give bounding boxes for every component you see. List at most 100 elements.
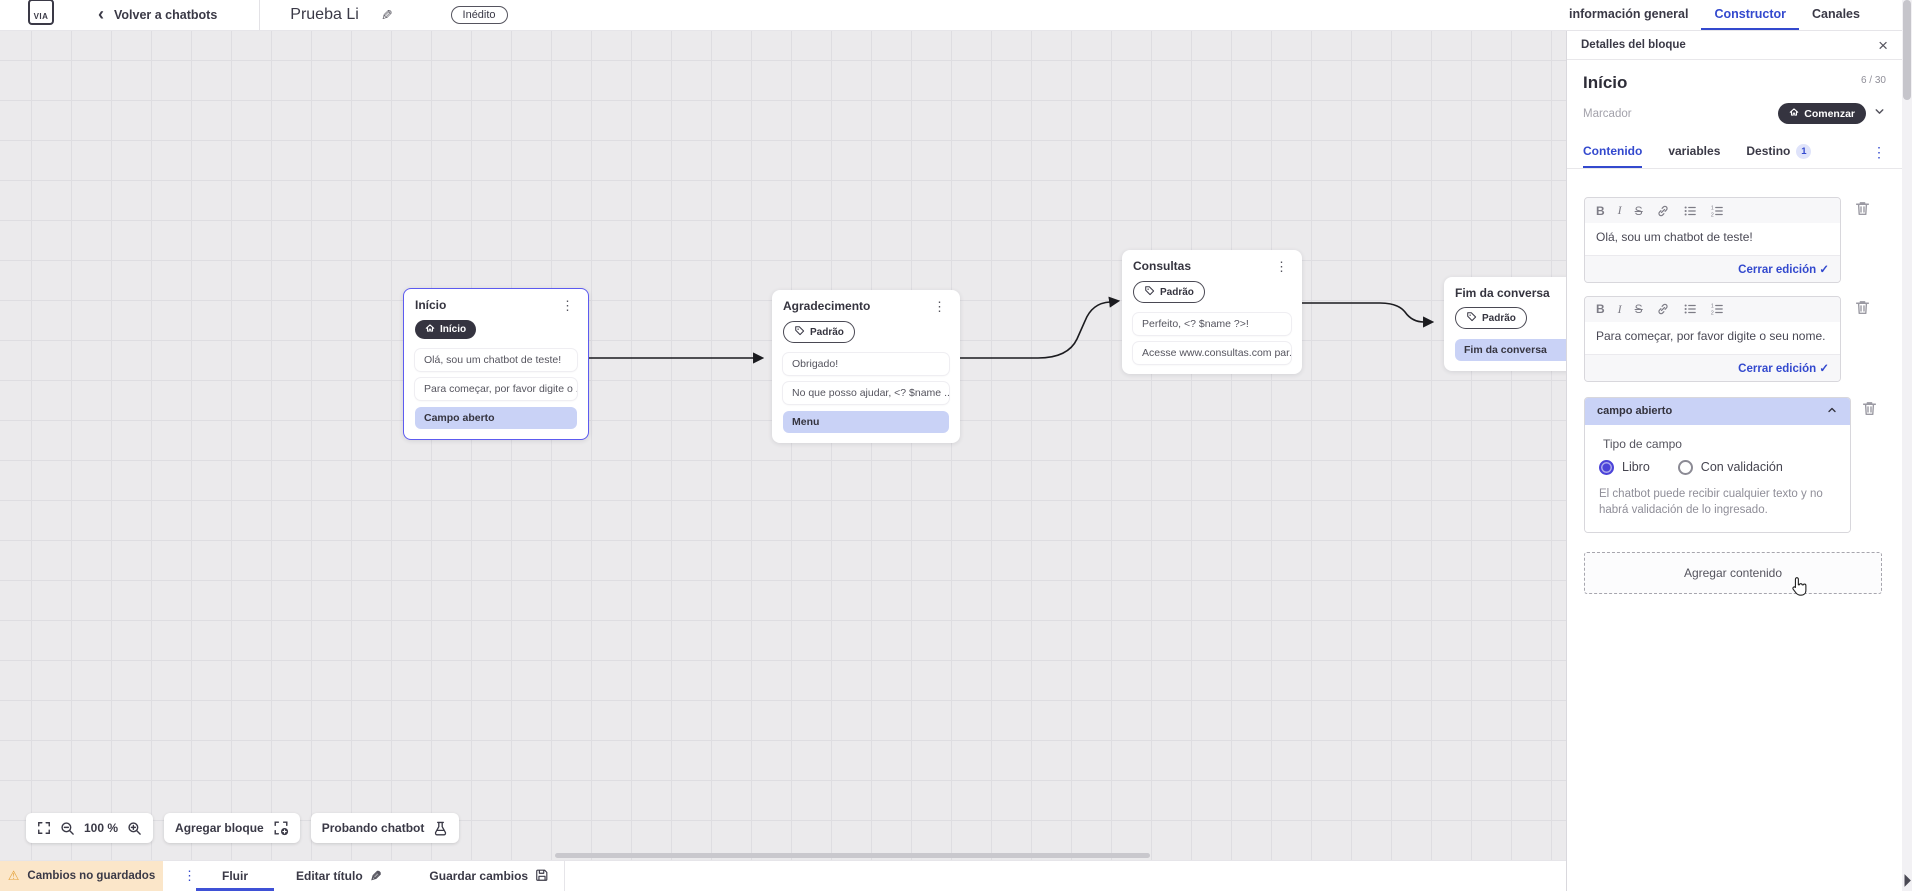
add-block-button[interactable]: Agregar bloque <box>164 813 300 843</box>
close-icon[interactable]: × <box>1878 35 1888 55</box>
panel-menu-icon[interactable]: ⋮ <box>1872 143 1886 160</box>
edit-title-icon[interactable]: ✎ <box>380 6 393 23</box>
flow-node-consultas[interactable]: Consultas ⋮ Padrão Perfeito, <? $name ?>… <box>1122 250 1302 374</box>
block-name[interactable]: Início <box>1583 73 1628 92</box>
save-changes-button[interactable]: Guardar cambios <box>429 861 549 891</box>
strikethrough-icon[interactable]: S <box>1634 302 1643 317</box>
char-counter: 6 / 30 <box>1860 75 1886 86</box>
flow-node-fim-da-conversa[interactable]: Fim da conversa Padrão Fim da conversa <box>1444 277 1566 371</box>
tab-destino[interactable]: Destino 1 <box>1746 136 1812 168</box>
tab-fluir[interactable]: Fluir <box>196 861 274 891</box>
tab-variables[interactable]: variables <box>1668 144 1721 158</box>
edit-title-button[interactable]: Editar título ✎ <box>296 867 382 884</box>
trash-icon[interactable] <box>1854 200 1871 222</box>
flow-canvas[interactable]: Início ⋮ Início Olá, sou um chatbot de t… <box>0 31 1566 860</box>
open-field-header[interactable]: campo abierto <box>1585 397 1850 425</box>
status-badge: Inédito <box>450 6 508 24</box>
node-title: Agradecimento <box>783 299 871 313</box>
link-icon[interactable] <box>1656 302 1670 316</box>
node-message[interactable]: Obrigado! <box>783 353 949 375</box>
link-icon[interactable] <box>1656 204 1670 218</box>
node-menu-icon[interactable]: ⋮ <box>561 298 574 313</box>
radio-libro[interactable]: Libro <box>1599 459 1650 475</box>
flow-connectors <box>589 296 1435 364</box>
node-title: Consultas <box>1133 259 1192 273</box>
flow-node-inicio[interactable]: Início ⋮ Início Olá, sou um chatbot de t… <box>403 288 589 440</box>
close-edit-button[interactable]: Cerrar edición ✓ <box>1585 254 1840 282</box>
open-field-section: campo abierto Tipo de campo Libro Con va… <box>1584 396 1851 533</box>
marker-value-pill[interactable]: Comenzar <box>1778 103 1866 124</box>
field-help-text: El chatbot puede recibir cualquier texto… <box>1599 487 1823 517</box>
block-title-row: Início 6 / 30 <box>1567 60 1902 93</box>
node-badge-padrao: Padrão <box>1133 281 1205 303</box>
trash-icon[interactable] <box>1854 299 1871 321</box>
field-type-options: Libro Con validación <box>1599 459 1836 475</box>
node-menu-icon[interactable]: ⋮ <box>933 299 946 314</box>
bullet-list-icon[interactable] <box>1683 302 1697 316</box>
bold-icon[interactable]: B <box>1596 302 1605 317</box>
back-to-chatbots-button[interactable]: ‹ Volver a chatbots <box>98 5 217 23</box>
trash-icon[interactable] <box>1861 400 1878 422</box>
destino-count-badge: 1 <box>1796 143 1812 159</box>
home-icon <box>425 323 435 336</box>
strikethrough-icon[interactable]: S <box>1634 203 1643 218</box>
node-title: Fim da conversa <box>1455 286 1550 300</box>
canvas-horizontal-scrollbar[interactable] <box>555 853 1150 858</box>
node-action-menu[interactable]: Menu <box>783 411 949 433</box>
fit-screen-icon[interactable] <box>37 821 51 835</box>
unsaved-changes-label: Cambios no guardados <box>27 870 156 882</box>
node-message[interactable]: Perfeito, <? $name ?>! <box>1133 313 1291 335</box>
marker-value: Comenzar <box>1804 107 1855 120</box>
node-message[interactable]: Acesse www.consultas.com par... <box>1133 342 1291 364</box>
node-badge-label: Padrão <box>810 326 844 338</box>
flow-menu-icon[interactable]: ⋮ <box>183 868 196 883</box>
tab-contenido[interactable]: Contenido <box>1583 136 1643 168</box>
node-message[interactable]: No que posso ajudar, <? $name ... <box>783 382 949 404</box>
message-text-input[interactable]: Para começar, por favor digite o seu nom… <box>1585 321 1840 354</box>
canvas-controls: 100 % Agregar bloque Probando chatbot <box>26 813 460 843</box>
flow-node-agradecimento[interactable]: Agradecimento ⋮ Padrão Obrigado! No que … <box>772 290 960 443</box>
panel-vertical-scrollbar[interactable] <box>1902 0 1912 891</box>
italic-icon[interactable]: I <box>1617 301 1622 316</box>
app-logo-text: VIA <box>33 12 49 21</box>
node-message[interactable]: Para começar, por favor digite o ... <box>415 378 577 400</box>
bold-icon[interactable]: B <box>1596 203 1605 218</box>
bullet-list-icon[interactable] <box>1683 204 1697 218</box>
panel-header: Detalles del bloque × <box>1567 31 1902 60</box>
block-details-panel: Detalles del bloque × Início 6 / 30 Marc… <box>1566 31 1902 891</box>
tab-canales[interactable]: Canales <box>1812 7 1860 21</box>
tab-informacion-general[interactable]: información general <box>1569 7 1689 21</box>
marker-row: Marcador Comenzar <box>1567 93 1902 136</box>
radio-con-validacion[interactable]: Con validación <box>1677 459 1783 475</box>
test-chatbot-button[interactable]: Probando chatbot <box>310 813 460 843</box>
tab-constructor[interactable]: Constructor <box>1701 0 1800 30</box>
main-tabs: información general Constructor Canales <box>1556 0 1902 30</box>
add-content-button[interactable]: Agregar contenido <box>1584 552 1882 594</box>
zoom-in-icon[interactable] <box>127 821 142 836</box>
svg-text:1: 1 <box>1711 304 1714 310</box>
close-edit-button[interactable]: Cerrar edición ✓ <box>1585 353 1840 381</box>
zoom-out-icon[interactable] <box>60 821 75 836</box>
node-badge-label: Padrão <box>1160 286 1194 298</box>
node-title: Início <box>415 298 447 312</box>
italic-icon[interactable]: I <box>1617 203 1622 217</box>
bottom-bar: ⚠ Cambios no guardados ⋮ Fluir Editar tí… <box>0 860 1566 891</box>
chevron-down-icon[interactable] <box>1873 105 1886 123</box>
top-bar-left: VIA ‹ Volver a chatbots Prueba Li ✎ Inéd… <box>0 0 1556 30</box>
footer-divider <box>564 861 566 891</box>
flask-icon <box>433 821 448 836</box>
scrollbar-thumb[interactable] <box>1903 0 1911 100</box>
node-action-campo-aberto[interactable]: Campo aberto <box>415 407 577 429</box>
marker-label: Marcador <box>1583 107 1632 120</box>
zoom-controls: 100 % <box>26 813 154 843</box>
node-message[interactable]: Olá, sou um chatbot de teste! <box>415 349 577 371</box>
node-menu-icon[interactable]: ⋮ <box>1275 259 1288 274</box>
node-action-fim[interactable]: Fim da conversa <box>1455 339 1566 361</box>
message-text-input[interactable]: Olá, sou um chatbot de teste! <box>1585 223 1840 255</box>
header-divider <box>259 0 261 30</box>
connector-consultas-fim <box>1302 302 1435 328</box>
